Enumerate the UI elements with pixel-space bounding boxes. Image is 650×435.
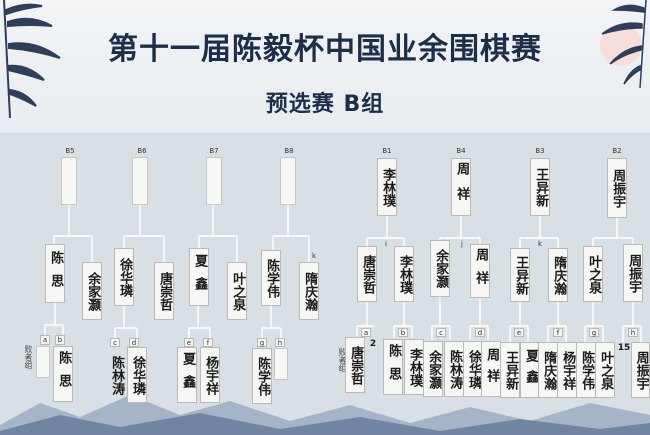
group-label: B4 xyxy=(456,147,466,155)
player-slot: 夏鑫 xyxy=(520,342,540,398)
match-tag: g xyxy=(257,338,267,347)
group-label: B2 xyxy=(612,147,622,155)
poster-title: 第十一届陈毅杯中国业余围棋赛 xyxy=(108,32,542,67)
match-tag: k xyxy=(311,252,317,260)
winner-slot-empty xyxy=(280,157,296,205)
group-label: B1 xyxy=(382,147,392,155)
player-slot: 陈林涛 xyxy=(109,355,125,395)
player-slot: 王异新 xyxy=(500,342,520,398)
player-slot: 李林璞 xyxy=(404,339,424,395)
match-tag: h xyxy=(628,328,638,337)
match-tag: e xyxy=(514,328,524,337)
group-label: B5 xyxy=(65,147,75,155)
player-slot: 2 xyxy=(369,339,377,350)
player-slot: 周振宇 xyxy=(631,342,650,398)
player-slot: 隋庆瀚 xyxy=(548,248,568,302)
match-tag: j xyxy=(461,240,463,248)
player-slot: 余家灏 xyxy=(423,341,443,397)
player-slot: 周振宇 xyxy=(623,244,643,302)
match-tag: h xyxy=(275,338,285,347)
player-slot: 叶之泉 xyxy=(583,246,603,302)
mountain-decoration xyxy=(0,395,650,435)
player-slot: 周祥 xyxy=(481,341,501,397)
header-band xyxy=(0,0,650,135)
match-tag: g xyxy=(589,328,599,337)
group-label: B7 xyxy=(209,147,219,155)
player-slot: 15 xyxy=(617,343,631,354)
match-tag: a xyxy=(40,335,50,345)
player-slot-empty xyxy=(274,348,288,380)
player-slot: 隋庆瀚 xyxy=(299,262,319,320)
loser-group-label: 败者组 xyxy=(24,345,33,369)
winner-slot: 周祥 xyxy=(451,158,471,216)
match-tag: i xyxy=(385,240,387,248)
match-tag: d xyxy=(129,338,139,347)
player-slot: 陈思 xyxy=(53,346,73,402)
player-slot: 叶之泉 xyxy=(595,342,615,398)
match-tag: k xyxy=(537,240,543,248)
bamboo-left-icon xyxy=(3,0,61,119)
player-slot: 陈学伟 xyxy=(261,250,281,306)
bamboo-right-icon xyxy=(601,0,647,89)
player-slot: 唐崇哲 xyxy=(345,337,365,393)
player-slot: 陈学伟 xyxy=(252,348,272,404)
match-tag: b xyxy=(55,335,65,345)
winner-slot: 周振宇 xyxy=(607,158,627,218)
player-slot: 陈学伟 xyxy=(576,342,596,398)
player-slot: 陈林涛 xyxy=(444,341,464,397)
match-tag: a xyxy=(361,328,371,337)
player-slot: 陈思 xyxy=(383,339,403,395)
player-slot: 唐崇哲 xyxy=(357,246,377,302)
winner-slot: 李林璞 xyxy=(377,158,397,216)
player-slot: 徐华璘 xyxy=(114,248,134,306)
player-slot: 周祥 xyxy=(470,244,490,298)
group-label: B8 xyxy=(284,147,294,155)
player-slot: 杨宇祥 xyxy=(557,342,577,398)
winner-slot-empty xyxy=(132,157,148,205)
player-slot: 余家灏 xyxy=(430,240,450,297)
player-slot: 叶之泉 xyxy=(227,262,247,320)
match-tag: f xyxy=(203,338,213,347)
player-slot: 杨宇祥 xyxy=(200,347,220,403)
match-tag: d xyxy=(475,328,485,337)
player-slot: 隋庆瀚 xyxy=(538,342,558,398)
player-slot: 唐崇哲 xyxy=(154,262,174,320)
player-slot: 陈思 xyxy=(45,244,65,303)
match-tag: e xyxy=(184,338,194,347)
loser-group-label: 败者组 xyxy=(338,348,347,372)
player-slot: 王异新 xyxy=(510,248,530,302)
group-label: B3 xyxy=(535,147,545,155)
player-slot: 余家灏 xyxy=(82,262,102,320)
player-slot: 徐华璘 xyxy=(127,347,147,403)
player-slot-empty xyxy=(36,346,50,378)
match-tag: c xyxy=(436,328,446,337)
player-slot: 夏鑫 xyxy=(189,248,209,306)
match-tag: c xyxy=(110,338,120,347)
player-slot: 徐华璘 xyxy=(463,341,483,397)
player-slot: 李林璞 xyxy=(394,246,414,302)
winner-slot-empty xyxy=(206,157,222,205)
player-slot: 夏鑫 xyxy=(177,347,197,403)
winner-slot: 王异新 xyxy=(530,158,550,216)
match-tag: b xyxy=(398,328,408,337)
match-tag: f xyxy=(553,328,563,337)
winner-slot-empty xyxy=(61,157,77,205)
group-label: B6 xyxy=(137,147,147,155)
poster-subtitle: 预选赛 B组 xyxy=(265,92,385,117)
